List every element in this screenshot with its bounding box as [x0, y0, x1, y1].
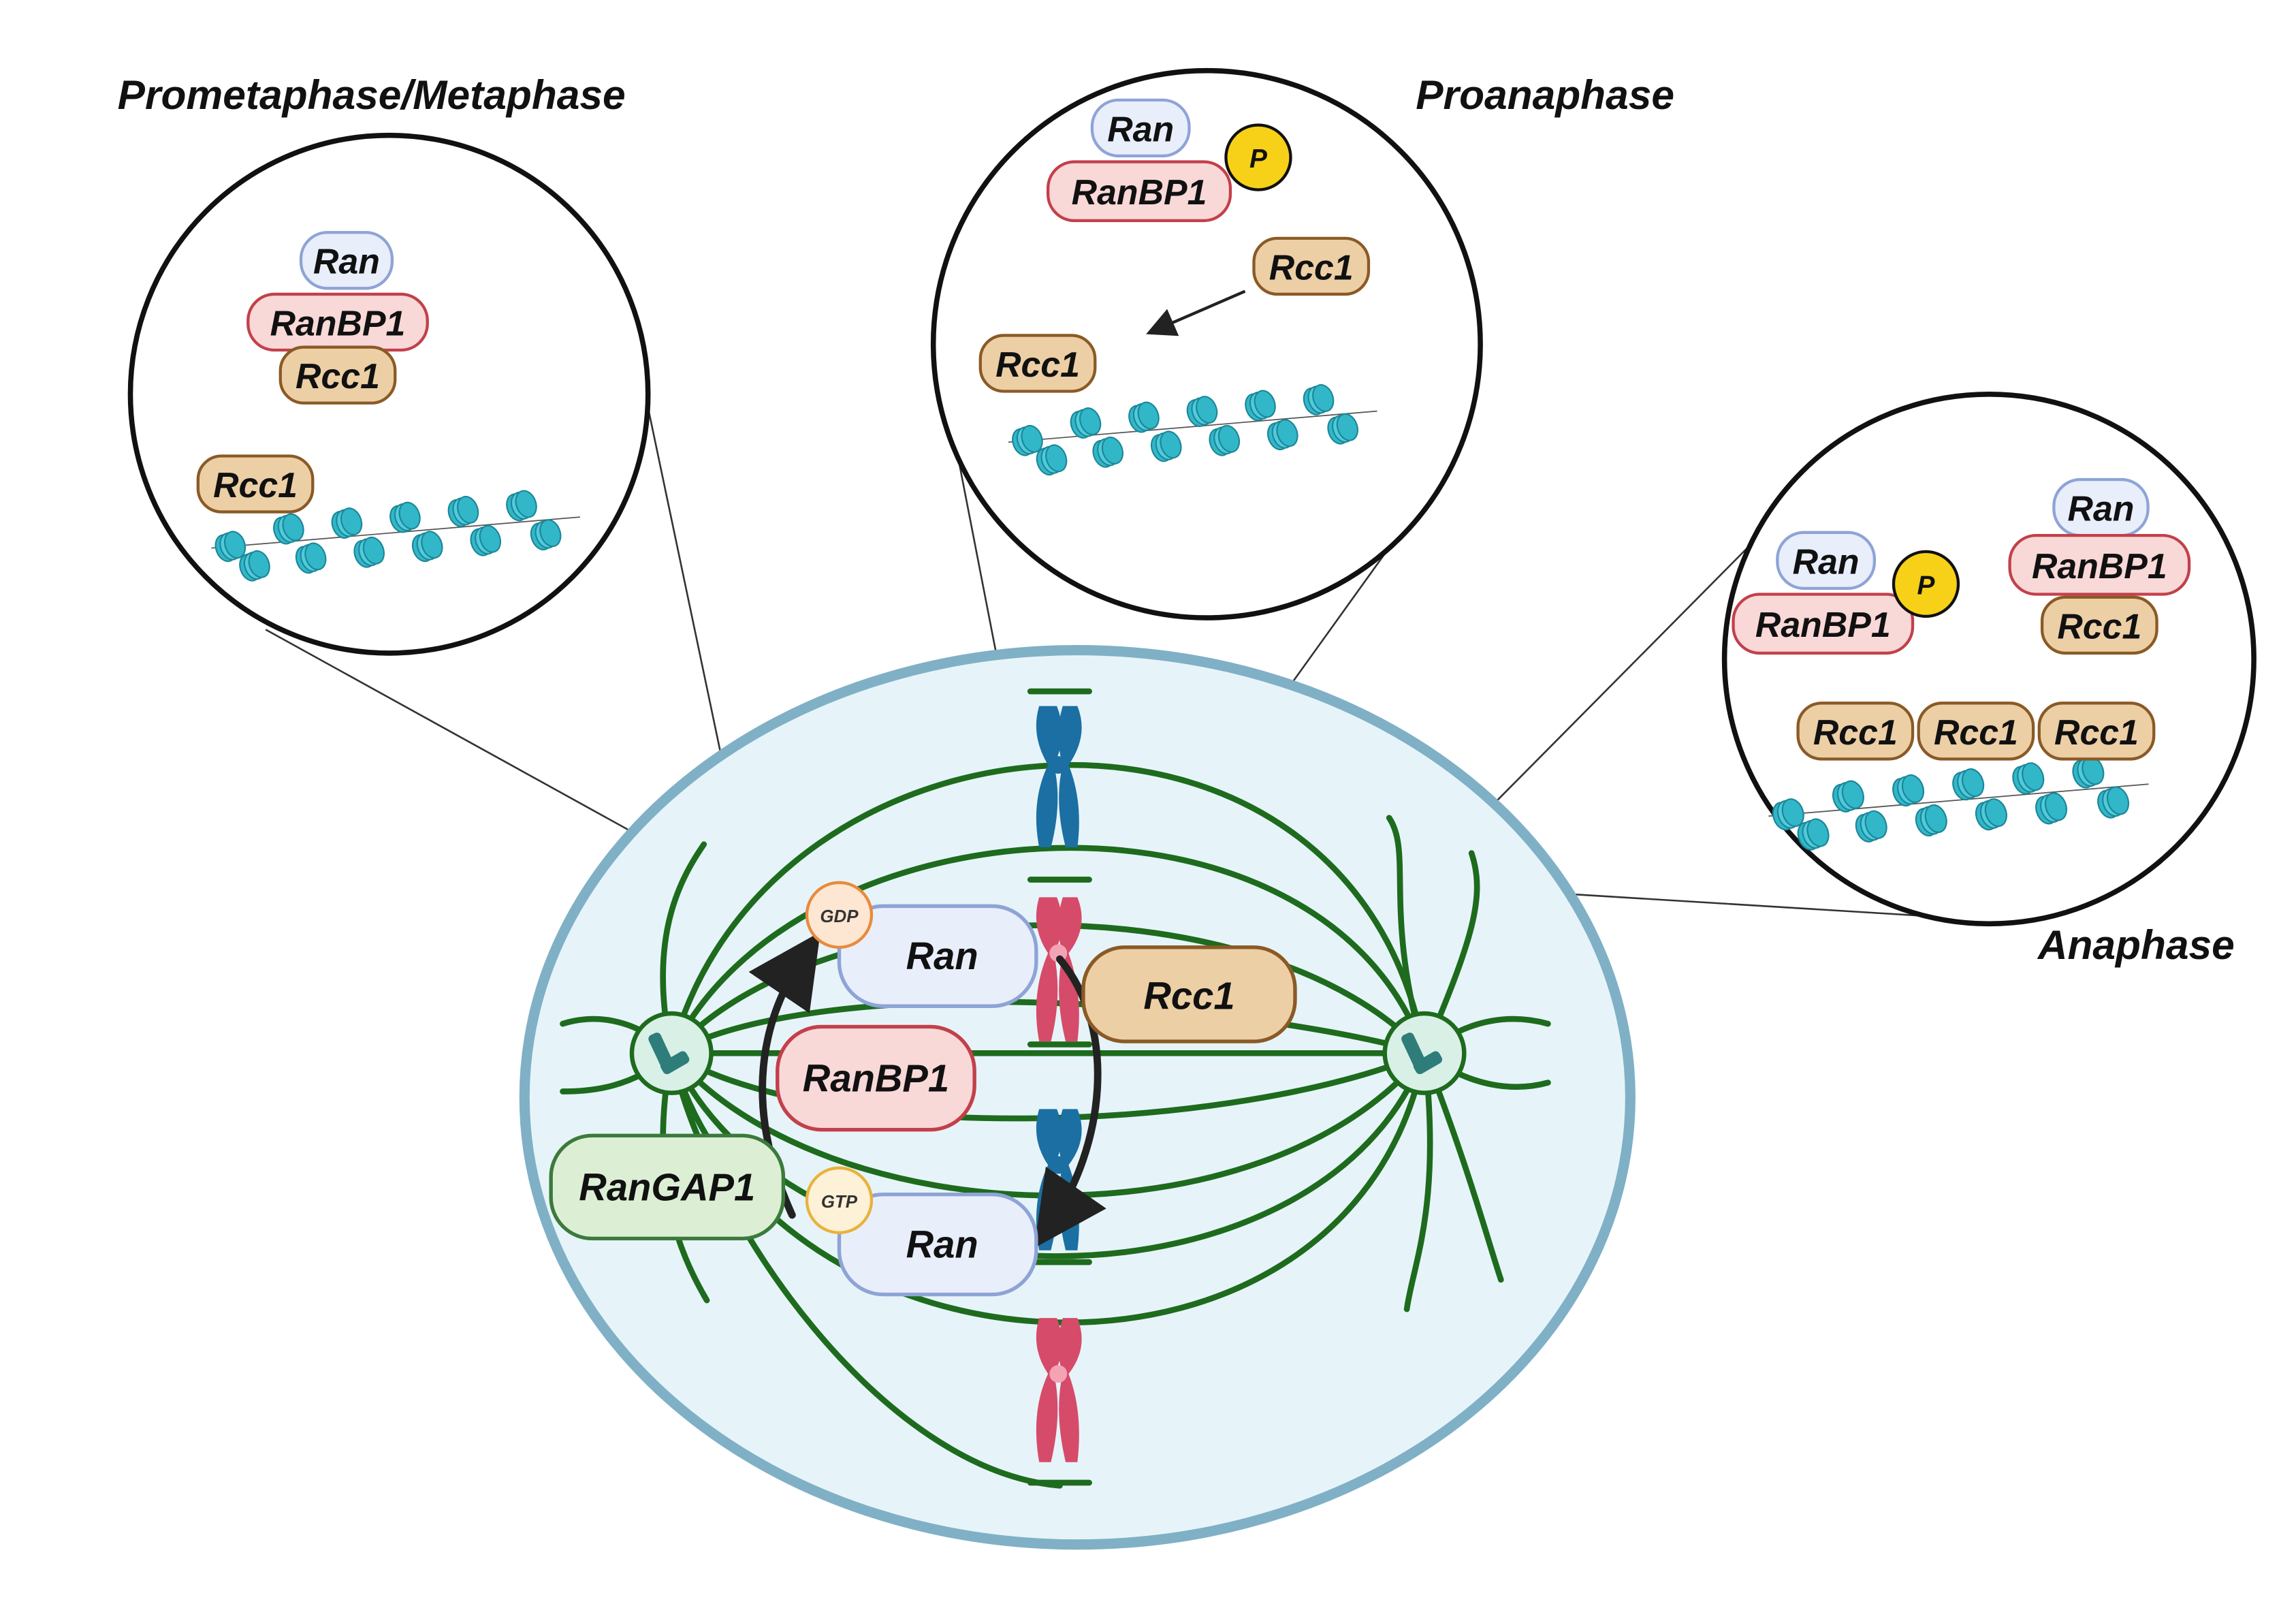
rcc1-badge-complex: Rcc1: [2040, 595, 2158, 655]
ranbp1-label: RanBP1: [803, 1057, 949, 1100]
svg-text:Ran: Ran: [313, 242, 380, 281]
ran-label: Ran: [906, 934, 978, 977]
svg-text:Rcc1: Rcc1: [296, 356, 380, 396]
zoom-anaphase: Ran RanBP1 P Ran RanBP1 Rcc1 Rcc1: [1721, 392, 2257, 927]
rcc1-badge: Rcc1: [278, 345, 397, 405]
svg-text:Ran: Ran: [1793, 541, 1860, 581]
svg-text:RanBP1: RanBP1: [1072, 172, 1207, 212]
rcc1-center: Rcc1: [1081, 945, 1297, 1043]
rangap1-center: RanGAP1: [549, 1133, 786, 1241]
chromosome-pink-bottom: [1036, 1318, 1082, 1462]
rcc1-chromatin-badge-3: Rcc1: [2037, 702, 2156, 761]
svg-text:Rcc1: Rcc1: [213, 465, 298, 505]
ranbp1-badge: RanBP1: [1046, 160, 1232, 223]
ran-gtp-complex: Ran GTP: [805, 1166, 1038, 1297]
ranbp1-badge: RanBP1: [1732, 593, 1915, 655]
phospho-badge: P: [1892, 550, 1960, 618]
svg-text:Rcc1: Rcc1: [2054, 712, 2139, 752]
ran-gdp-complex: Ran GDP: [805, 881, 1038, 1008]
rcc1-chromatin-badge-1: Rcc1: [1796, 702, 1915, 761]
svg-text:Rcc1: Rcc1: [1934, 712, 2018, 752]
svg-text:Rcc1: Rcc1: [995, 345, 1080, 384]
gdp-label: GDP: [820, 907, 859, 926]
phospho-badge: P: [1224, 123, 1292, 191]
svg-text:P: P: [1249, 144, 1267, 174]
zoom-proanaphase: Ran RanBP1 P Rcc1 Rcc1: [930, 67, 1483, 620]
svg-text:RanBP1: RanBP1: [1755, 605, 1891, 644]
phase-title-anaphase: Anaphase: [2037, 922, 2235, 968]
ranbp1-badge: RanBP1: [246, 292, 429, 352]
centrosome-left: [629, 1011, 714, 1095]
recruitment-arrow: [1146, 289, 1246, 336]
ranbp1-center: RanBP1: [776, 1024, 976, 1132]
chromosome-blue-top: [1036, 706, 1082, 847]
svg-text:Rcc1: Rcc1: [1269, 247, 1354, 287]
ran-badge: Ran: [1776, 531, 1877, 591]
rcc1-free-badge: Rcc1: [1252, 236, 1371, 296]
zoom-prometaphase: Ran RanBP1 Rcc1 Rcc1: [127, 132, 651, 656]
rangap1-label: RanGAP1: [579, 1165, 755, 1208]
centrosome-right: [1382, 1011, 1467, 1095]
ran-badge: Ran: [299, 231, 394, 290]
ran-badge-complex: Ran: [2052, 477, 2150, 537]
gtp-label: GTP: [821, 1193, 858, 1212]
rcc1-label: Rcc1: [1143, 975, 1234, 1018]
svg-text:Rcc1: Rcc1: [2057, 606, 2141, 646]
svg-text:Ran: Ran: [1107, 109, 1174, 148]
phase-title-prometaphase: Prometaphase/Metaphase: [118, 72, 626, 118]
svg-text:P: P: [1917, 571, 1935, 601]
ran-badge: Ran: [1090, 98, 1191, 158]
svg-text:Ran: Ran: [2068, 489, 2135, 529]
cell: [519, 645, 1636, 1550]
phase-title-proanaphase: Proanaphase: [1416, 72, 1674, 118]
rcc1-chromatin-badge: Rcc1: [978, 334, 1097, 393]
rcc1-chromatin-badge-2: Rcc1: [1917, 702, 2035, 761]
rcc1-chromatin-badge: Rcc1: [196, 454, 315, 514]
svg-text:Rcc1: Rcc1: [1813, 712, 1898, 752]
ranbp1-badge-complex: RanBP1: [2008, 533, 2191, 596]
svg-text:RanBP1: RanBP1: [2032, 546, 2167, 586]
svg-text:RanBP1: RanBP1: [270, 303, 406, 343]
ran-label: Ran: [906, 1223, 978, 1266]
